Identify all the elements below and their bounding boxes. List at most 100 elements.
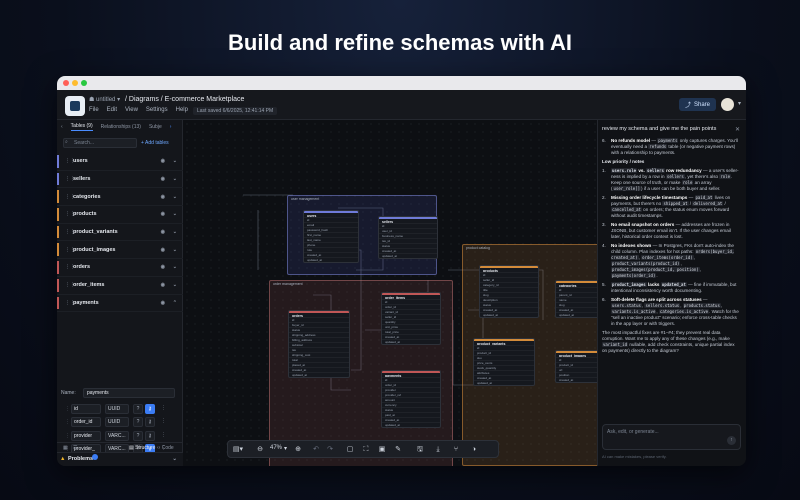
- canvas-table-field[interactable]: sku: [474, 355, 534, 360]
- search-input[interactable]: Search...: [63, 138, 137, 148]
- column-name-input[interactable]: order_id: [71, 417, 101, 428]
- canvas-table-field[interactable]: email: [304, 222, 358, 227]
- canvas-table-field[interactable]: product_id: [474, 350, 534, 355]
- eye-icon[interactable]: ◉: [160, 282, 165, 289]
- canvas-table-field[interactable]: paid_at: [382, 412, 440, 417]
- drag-handle-icon[interactable]: ⋮⋮: [65, 158, 75, 165]
- canvas-table-field[interactable]: tax_id: [379, 238, 437, 243]
- drag-handle-icon[interactable]: ⋮: [65, 432, 70, 439]
- drag-handle-icon[interactable]: ⋮: [65, 419, 70, 426]
- canvas-table-field[interactable]: created_at: [382, 417, 440, 422]
- menu-settings[interactable]: Settings: [145, 107, 168, 113]
- eye-icon[interactable]: ◉: [160, 264, 165, 271]
- grid-icon[interactable]: ▦: [63, 445, 68, 451]
- drag-handle-icon[interactable]: ⋮⋮: [65, 211, 75, 218]
- chevron-down-icon[interactable]: ▾: [737, 101, 741, 107]
- more-icon[interactable]: ⋮: [161, 444, 166, 451]
- canvas-table-field[interactable]: name: [556, 297, 612, 302]
- eye-icon[interactable]: ◉: [160, 158, 165, 165]
- zoom-in-icon[interactable]: ⊕: [295, 446, 301, 453]
- eye-icon[interactable]: ◉: [160, 246, 165, 253]
- canvas-table-field[interactable]: order_id: [382, 382, 440, 387]
- add-tables-button[interactable]: + Add tables: [141, 140, 169, 146]
- sidebar-table-categories[interactable]: ⋮⋮categories◉⌄: [57, 188, 183, 207]
- canvas-table-field[interactable]: created_at: [289, 367, 349, 372]
- canvas-table-field[interactable]: provider_ref: [382, 392, 440, 397]
- canvas-table-field[interactable]: placed_at: [289, 362, 349, 367]
- sidebar-table-orders[interactable]: ⋮⋮orders◉⌄: [57, 259, 183, 277]
- canvas-table-field[interactable]: id: [382, 377, 440, 382]
- sidebar-table-products[interactable]: ⋮⋮products◉⌄: [57, 206, 183, 224]
- canvas-table-field[interactable]: currency: [382, 402, 440, 407]
- canvas-table-field[interactable]: id: [556, 287, 612, 292]
- chevron-down-icon[interactable]: ⌄: [172, 282, 177, 289]
- canvas-table-field[interactable]: description: [480, 297, 538, 302]
- list-icon[interactable]: ☰: [73, 445, 78, 451]
- canvas-table-field[interactable]: shipping_cost: [289, 352, 349, 357]
- canvas-table-field[interactable]: product_id: [556, 362, 612, 367]
- more-icon[interactable]: ⋮: [161, 418, 166, 425]
- menu-file[interactable]: File: [89, 107, 99, 113]
- canvas-table-field[interactable]: created_at: [379, 248, 437, 253]
- nullable-toggle[interactable]: ?: [133, 430, 143, 441]
- canvas-table-field[interactable]: updated_at: [304, 257, 358, 262]
- save-icon[interactable]: 🖫: [417, 446, 423, 453]
- canvas-table-field[interactable]: id: [379, 223, 437, 228]
- close-window-button[interactable]: [63, 80, 69, 86]
- diagram-canvas[interactable]: user management order management product…: [183, 120, 622, 466]
- canvas-table-field[interactable]: order_id: [382, 304, 440, 309]
- chevron-down-icon[interactable]: ⌄: [172, 193, 177, 200]
- drag-handle-icon[interactable]: ⋮⋮: [65, 229, 75, 236]
- canvas-table-field[interactable]: unit_price: [382, 324, 440, 329]
- eye-icon[interactable]: ◉: [160, 299, 165, 306]
- tab-code[interactable]: ‹› Code: [157, 445, 174, 451]
- canvas-table-field[interactable]: password_hash: [304, 227, 358, 232]
- canvas-table-field[interactable]: last_name: [304, 237, 358, 242]
- breadcrumb[interactable]: / Diagrams / E-commerce Marketplace: [125, 96, 245, 103]
- canvas-table-field[interactable]: id: [382, 299, 440, 304]
- canvas-table-field[interactable]: seller_id: [382, 314, 440, 319]
- column-name-input[interactable]: provider: [71, 430, 101, 441]
- zoom-level[interactable]: 47%: [270, 445, 283, 451]
- export-icon[interactable]: ⤓: [436, 446, 440, 453]
- more-icon[interactable]: ⋮: [161, 431, 166, 438]
- column-type-select[interactable]: UUID: [105, 417, 129, 428]
- undo-icon[interactable]: ↶: [313, 446, 319, 453]
- drag-handle-icon[interactable]: ⋮⋮: [65, 193, 75, 200]
- sidebar-table-users[interactable]: ⋮⋮users◉⌄: [57, 153, 183, 171]
- chevron-down-icon[interactable]: ⌄: [172, 456, 177, 462]
- drag-handle-icon[interactable]: ⋮: [65, 406, 70, 412]
- canvas-table-field[interactable]: updated_at: [556, 312, 612, 317]
- problems-panel[interactable]: ▲ Problems ⌄: [57, 452, 183, 466]
- canvas-table-field[interactable]: tax: [289, 347, 349, 352]
- canvas-table-field[interactable]: business_name: [379, 233, 437, 238]
- canvas-table-field[interactable]: slug: [480, 292, 538, 297]
- canvas-table-field[interactable]: updated_at: [382, 422, 440, 427]
- chevron-right-icon[interactable]: ›: [169, 124, 172, 130]
- chevron-down-icon[interactable]: ⌄: [172, 229, 177, 236]
- canvas-table-field[interactable]: created_at: [556, 307, 612, 312]
- canvas-table-field[interactable]: id: [474, 345, 534, 350]
- canvas-table-field[interactable]: amount: [382, 397, 440, 402]
- nullable-toggle[interactable]: ?: [133, 404, 143, 414]
- canvas-table-field[interactable]: status: [382, 407, 440, 412]
- canvas-table-field[interactable]: created_at: [556, 377, 612, 382]
- relationship-icon[interactable]: ⑂: [453, 446, 459, 453]
- canvas-table-field[interactable]: updated_at: [382, 339, 440, 344]
- canvas-table-field[interactable]: shipping_address: [289, 332, 349, 337]
- canvas-table-field[interactable]: status: [480, 302, 538, 307]
- tab-relationships[interactable]: Relationships (13): [100, 124, 141, 130]
- tab-structure[interactable]: ▤ Structure: [129, 445, 156, 451]
- canvas-table-field[interactable]: updated_at: [474, 380, 534, 385]
- zoom-window-button[interactable]: [81, 80, 87, 86]
- fit-view-icon[interactable]: ⛶: [363, 446, 369, 453]
- canvas-table-field[interactable]: variant_id: [382, 309, 440, 314]
- nullable-toggle[interactable]: ?: [133, 417, 143, 428]
- chevron-left-icon[interactable]: ‹: [61, 124, 63, 130]
- drag-handle-icon[interactable]: ⋮⋮: [65, 282, 75, 289]
- chevron-down-icon[interactable]: ⌃: [172, 299, 177, 306]
- eye-icon[interactable]: ◉: [160, 176, 165, 183]
